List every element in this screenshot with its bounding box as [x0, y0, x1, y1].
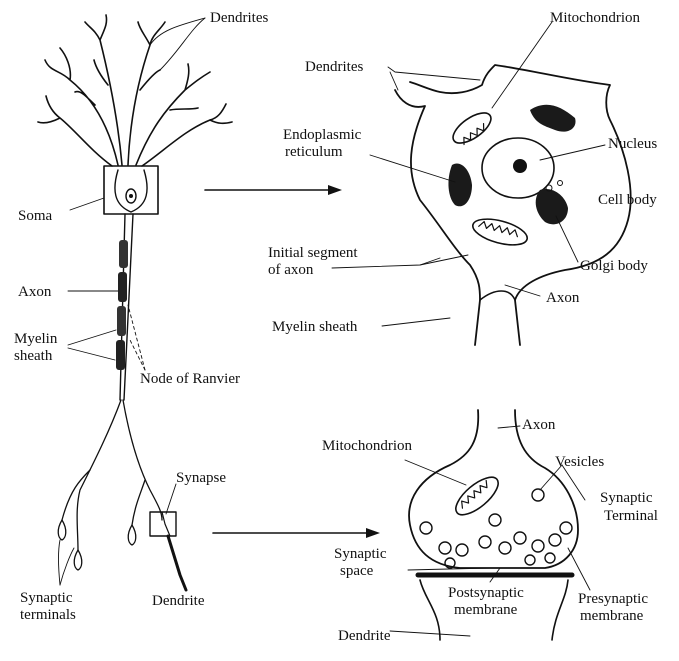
label-golgi-body: Golgi body: [580, 258, 648, 274]
label-synapse: Synapse: [176, 470, 226, 486]
label-synaptic-space-1: Synaptic: [334, 546, 387, 562]
vesicles: [420, 489, 572, 568]
label-postsynaptic-2: membrane: [454, 602, 518, 618]
soma-box: [104, 166, 158, 214]
label-vesicles: Vesicles: [555, 454, 604, 470]
label-axon-detail: Axon: [546, 290, 580, 306]
label-mitochondrion: Mitochondrion: [550, 10, 640, 26]
zoom-arrows: [205, 185, 380, 538]
label-presynaptic-1: Presynaptic: [578, 591, 648, 607]
label-postsynaptic-1: Postsynaptic: [448, 585, 524, 601]
synaptic-terminal-bulb: [74, 550, 82, 570]
label-myelin-sheath-1: Myelin: [14, 331, 58, 347]
label-myelin-sheath-detail: Myelin sheath: [272, 319, 358, 335]
label-dendrite-synapse: Dendrite: [338, 628, 391, 644]
label-synaptic-terminal-2: Terminal: [604, 508, 658, 524]
label-synaptic-terminal-1: Synaptic: [600, 490, 653, 506]
mitochondrion: [470, 214, 530, 250]
synaptic-terminal-outline: [409, 410, 578, 568]
dendrite-tree: [38, 15, 232, 166]
label-axon: Axon: [18, 284, 52, 300]
label-initial-segment-1: Initial segment: [268, 245, 358, 261]
label-axon-synapse: Axon: [522, 417, 556, 433]
label-node-of-ranvier: Node of Ranvier: [140, 371, 240, 387]
label-synaptic-terminals-2: terminals: [20, 607, 76, 623]
synaptic-terminal-bulb: [128, 525, 136, 545]
overview-leaders: [59, 18, 206, 585]
axon-terminal-branches: [62, 400, 162, 550]
axon-myelin: [116, 214, 133, 400]
cell-body-outline: [395, 65, 631, 345]
neuron-overview: Dendrites Soma Axon Myelin sheath Node o…: [14, 10, 268, 623]
label-synaptic-space-2: space: [340, 563, 374, 579]
label-dendrite: Dendrite: [152, 593, 205, 609]
label-initial-segment-2: of axon: [268, 262, 314, 278]
label-myelin-sheath-2: sheath: [14, 348, 53, 364]
endoplasmic-reticulum-blob: [448, 164, 472, 207]
label-endoplasmic-2: reticulum: [285, 144, 343, 160]
nucleolus: [513, 159, 527, 173]
label-dendrites-detail: Dendrites: [305, 59, 363, 75]
label-soma: Soma: [18, 208, 53, 224]
synapse-detail: Axon Mitochondrion Vesicles Synaptic Ter…: [322, 410, 658, 644]
label-dendrites: Dendrites: [210, 10, 268, 26]
cell-body-detail: Mitochondrion Dendrites Endoplasmic reti…: [268, 10, 657, 345]
label-synaptic-terminals-1: Synaptic: [20, 590, 73, 606]
synaptic-terminal-bulb: [58, 520, 66, 540]
golgi-body: [536, 189, 568, 224]
label-nucleus: Nucleus: [608, 136, 657, 152]
endoplasmic-reticulum-blob: [530, 105, 576, 132]
label-endoplasmic-1: Endoplasmic: [283, 127, 362, 143]
label-mitochondrion-synapse: Mitochondrion: [322, 438, 412, 454]
label-cell-body: Cell body: [598, 192, 657, 208]
mitochondrion: [448, 107, 496, 149]
label-presynaptic-2: membrane: [580, 608, 644, 624]
